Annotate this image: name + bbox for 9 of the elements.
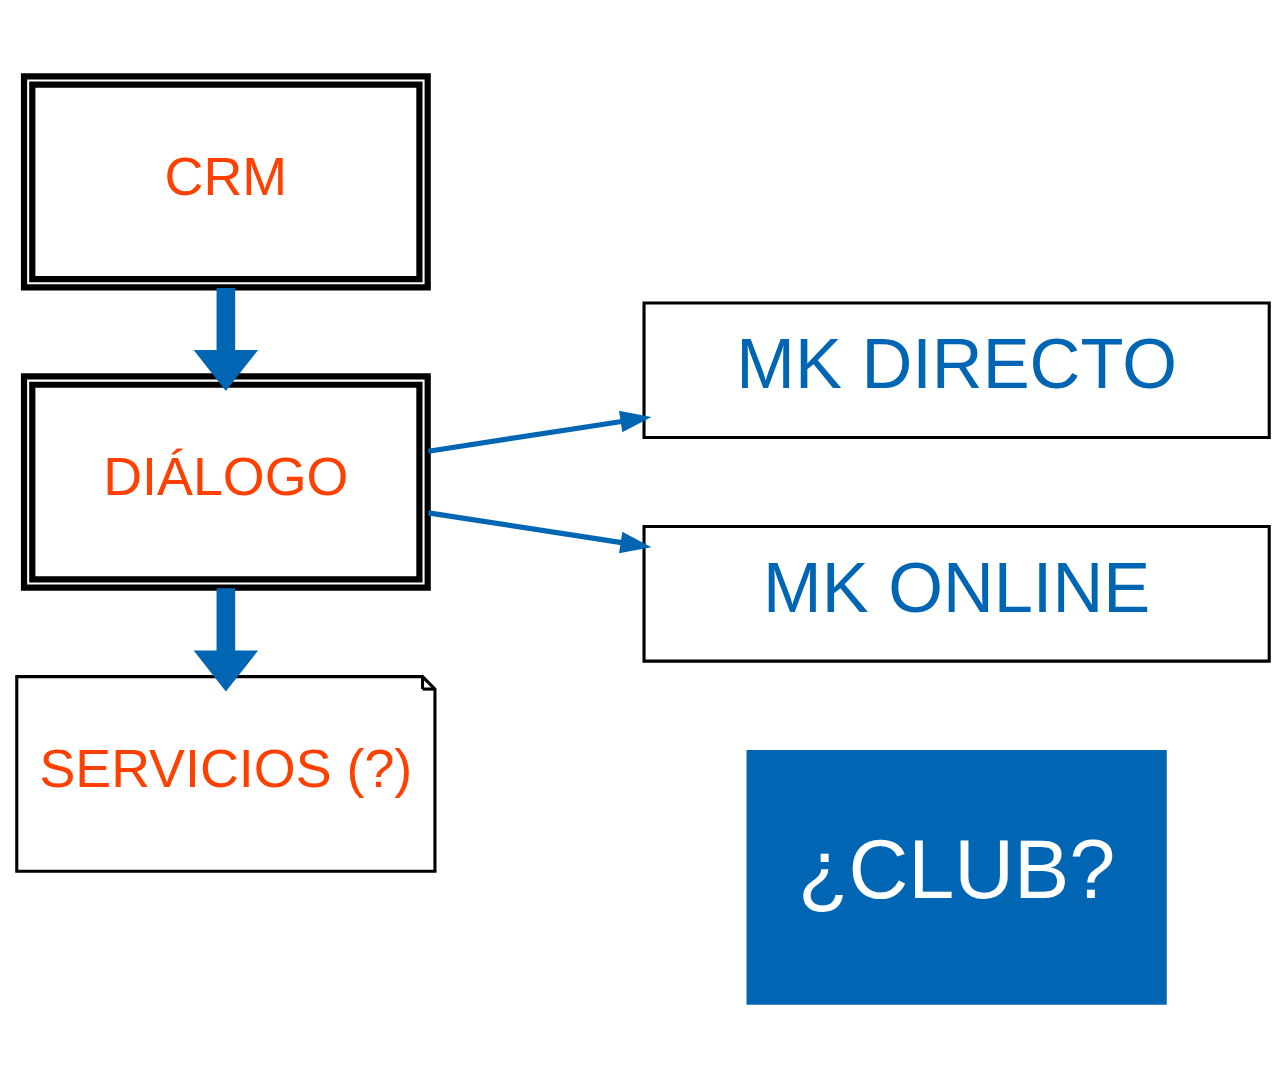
arrow xyxy=(428,510,652,554)
node-box: ¿CLUB? xyxy=(746,750,1167,1005)
node-box: CRM xyxy=(20,73,431,291)
node-box: MK ONLINE xyxy=(642,525,1271,663)
arrow xyxy=(428,410,652,454)
node-box: MK DIRECTO xyxy=(642,301,1271,440)
arrow xyxy=(193,288,259,391)
node-box: DIÁLOGO xyxy=(20,373,431,591)
arrow xyxy=(193,588,259,692)
